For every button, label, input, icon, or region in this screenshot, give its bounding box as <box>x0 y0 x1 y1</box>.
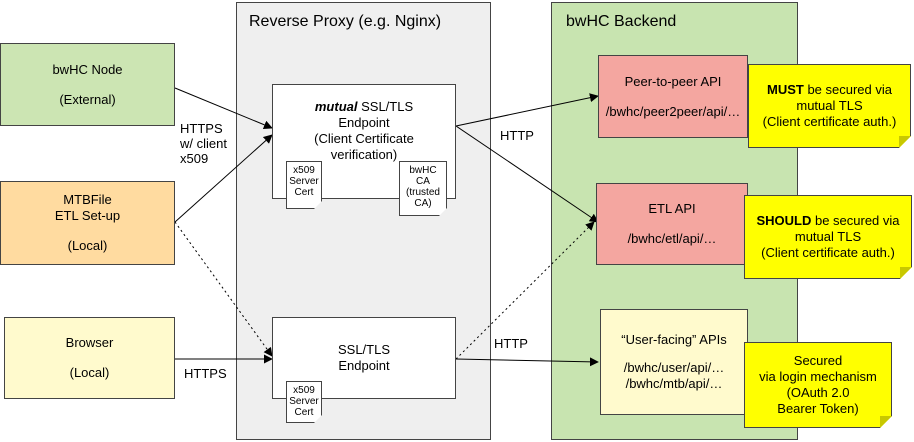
mutual-endpoint-line2: Endpoint <box>338 115 390 130</box>
etl-api-label: ETL API <box>648 201 696 216</box>
p2p-api-label: Peer-to-peer API <box>624 73 722 89</box>
etl-api-path: /bwhc/etl/api/… <box>627 231 717 246</box>
must-line2: mutual TLS <box>796 98 863 113</box>
must-secured-note: MUST be secured via mutual TLS (Client c… <box>748 64 911 148</box>
must-rest: be secured via <box>803 82 892 97</box>
ca-cert-l1: bwHC <box>409 165 437 176</box>
should-secured-note: SHOULD be secured via mutual TLS (Client… <box>744 195 912 279</box>
edge-ssl-to-user-api <box>455 357 599 367</box>
server-cert-bottom-l3: Cert <box>294 407 314 418</box>
mutual-endpoint-line4: verification) <box>330 147 398 162</box>
server-cert-top-l2: Server <box>289 176 319 187</box>
ca-cert-l3: (trusted <box>406 187 440 198</box>
ca-cert-l4: CA) <box>414 198 432 209</box>
ssl-endpoint-line2: Endpoint <box>338 358 390 373</box>
etl-api: ETL API /bwhc/etl/api/… <box>596 183 748 265</box>
peer-to-peer-api: Peer-to-peer API /bwhc/peer2peer/api/… <box>598 55 748 138</box>
edge-mtbfile-to-mutual <box>174 134 273 223</box>
mtbfile-sub: (Local) <box>67 238 108 253</box>
edge-mtbfile-to-ssl <box>174 221 273 357</box>
etl-setup-label: ETL Set-up <box>54 208 121 223</box>
edge-mutual-to-etl <box>455 125 599 223</box>
server-cert-bottom-icon: x509 Server Cert <box>286 381 322 423</box>
p2p-api-path: /bwhc/peer2peer/api/… <box>605 103 741 119</box>
https-browser-label: HTTPS <box>184 366 227 381</box>
server-cert-top-icon: x509 Server Cert <box>286 161 322 209</box>
mtb-api-path: /bwhc/mtb/api/… <box>625 376 723 391</box>
ca-cert-icon: bwHC CA (trusted CA) <box>399 161 447 216</box>
https-client-l1: HTTPS <box>180 121 223 136</box>
must-word: MUST <box>766 82 804 97</box>
server-cert-bottom-l1: x509 <box>293 385 315 396</box>
mutual-endpoint-line3: (Client Certificate <box>314 131 414 146</box>
bwhc-node-label: bwHC Node <box>52 61 123 77</box>
edge-node-to-mutual <box>174 87 273 130</box>
edge-mutual-to-p2p <box>455 93 599 127</box>
should-line3: (Client certificate auth.) <box>761 245 895 260</box>
https-client-label: HTTPS w/ client x509 <box>180 121 227 166</box>
mtbfile-label: MTBFile <box>63 192 112 207</box>
ca-cert-l2: CA <box>416 176 430 187</box>
mtbfile-etl-node: MTBFile ETL Set-up (Local) <box>0 181 175 265</box>
should-word: SHOULD <box>756 213 812 228</box>
https-client-l3: x509 <box>180 151 209 166</box>
secured-line1: Secured <box>793 353 843 368</box>
reverse-proxy-title: Reverse Proxy (e.g. Nginx) <box>249 13 442 30</box>
ssl-endpoint-line1: SSL/TLS <box>337 342 391 357</box>
browser-sub: (Local) <box>69 365 110 380</box>
user-api-label: “User-facing” APIs <box>621 332 727 347</box>
secured-line3: (OAuth 2.0 <box>786 385 850 400</box>
login-secured-note: Secured via login mechanism (OAuth 2.0 B… <box>744 342 892 428</box>
mutual-word: mutual <box>314 99 358 114</box>
browser-node: Browser (Local) <box>4 317 175 399</box>
mutual-endpoint-line1: SSL/TLS <box>357 99 414 114</box>
secured-line4: Bearer Token) <box>777 401 859 416</box>
server-cert-bottom-l2: Server <box>289 396 319 407</box>
backend-title: bwHC Backend <box>566 13 677 30</box>
user-api-path: /bwhc/user/api/… <box>623 360 725 375</box>
server-cert-top-l1: x509 <box>293 165 315 176</box>
secured-line2: via login mechanism <box>759 369 877 384</box>
bwhc-node-sub: (External) <box>59 91 116 107</box>
should-rest: be secured via <box>811 213 900 228</box>
http-bottom-label: HTTP <box>494 336 528 351</box>
must-line3: (Client certificate auth.) <box>762 114 897 129</box>
user-facing-apis: “User-facing” APIs /bwhc/user/api/… /bwh… <box>600 309 748 415</box>
browser-label: Browser <box>65 335 114 350</box>
bwhc-node: bwHC Node (External) <box>0 43 175 126</box>
http-top-label: HTTP <box>500 128 534 143</box>
server-cert-top-l3: Cert <box>294 187 314 198</box>
should-line2: mutual TLS <box>794 229 862 244</box>
https-client-l2: w/ client <box>180 136 227 151</box>
